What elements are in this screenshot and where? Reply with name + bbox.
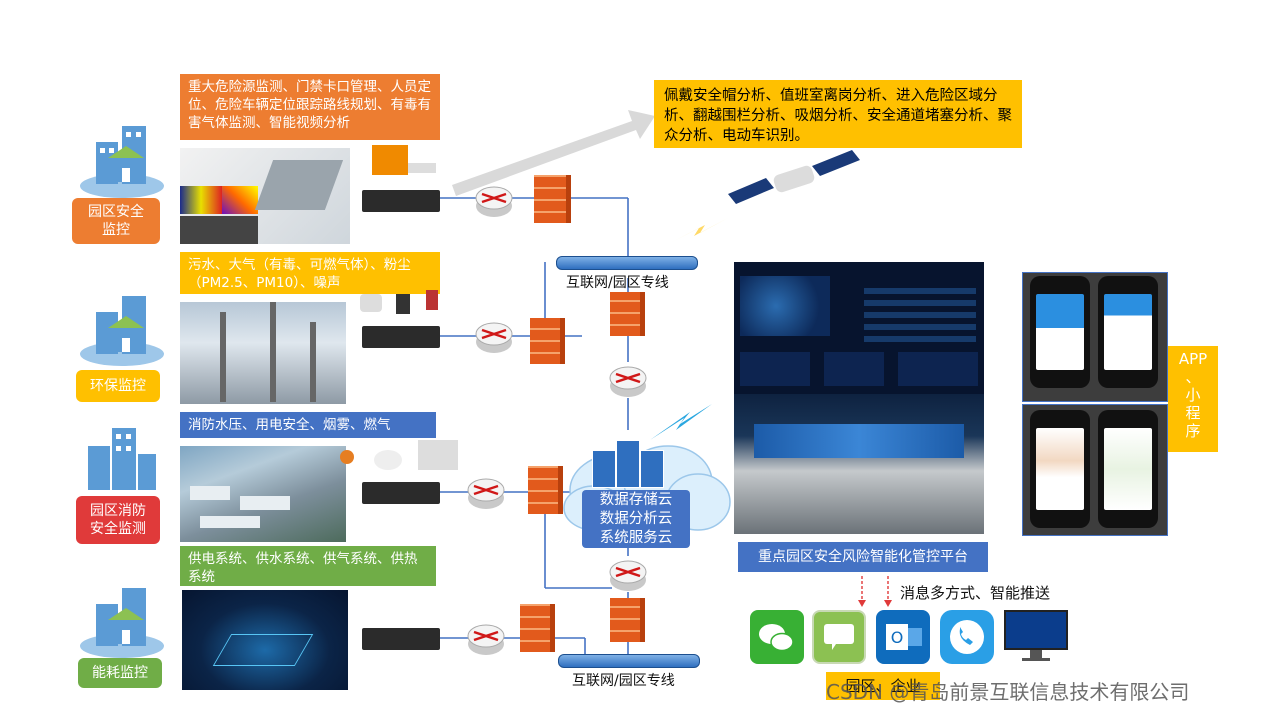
edge-gateway-4 [362,628,440,650]
sms-icon [812,610,866,664]
environment-devices-image [360,290,442,318]
firewall-icon-1 [534,175,571,223]
edge-gateway-3 [362,482,440,504]
phone-mockup-4 [1098,410,1158,528]
router-icon-4 [466,618,506,658]
building-icon-security [78,120,166,200]
firewall-icon-4 [528,466,563,514]
building-icon-energy [78,584,166,660]
fire-devices-image [340,436,460,476]
zone-label-environment: 环保监控 [76,370,160,402]
phone-mockup-1 [1030,276,1090,388]
firewall-icon-5 [520,604,555,652]
edge-gateway-1 [362,190,440,212]
network-pipe-bottom [558,654,700,668]
zone-desc-fire: 消防水压、用电安全、烟雾、燃气 [180,412,436,438]
firewall-icon-3 [610,292,645,336]
network-label-top: 互联网/园区专线 [566,275,669,291]
cloud-service-storage: 数据存储云 [599,492,673,508]
zone-desc-security: 重大危险源监测、门禁卡口管理、人员定位、危险车辆定位跟踪路线规划、有毒有害气体监… [180,74,440,140]
desktop-monitor-icon [1004,610,1068,662]
router-icon-1 [474,180,514,220]
zone-label-fire: 园区消防 安全监测 [76,496,160,544]
edge-gateway-2 [362,326,440,348]
building-icon-environment [78,290,166,370]
bottom-label: 园区、企业 [826,672,940,700]
svg-text:O: O [891,628,904,647]
network-pipe-top [556,256,698,270]
wechat-icon [750,610,804,664]
router-icon-6 [608,554,648,594]
router-icon-5 [608,360,648,400]
platform-dashboard-screen [734,262,984,394]
security-3d-model-image [180,148,350,244]
building-icon-fire [82,426,158,490]
fire-park-aerial-image [180,446,346,542]
platform-control-room-image [734,394,984,534]
router-icon-3 [466,472,506,512]
satellite-icon [726,150,866,210]
zone-desc-environment: 污水、大气（有毒、可燃气体）、粉尘（PM2.5、PM10）、噪声 [180,252,440,294]
environment-sensors-image [180,302,346,404]
platform-title: 重点园区安全风险智能化管控平台 [738,542,988,572]
cloud-services-box: 数据存储云 数据分析云 系统服务云 [582,490,690,548]
network-label-bottom: 互联网/园区专线 [572,673,675,689]
watermark: CSDN @青岛前景互联信息技术有限公司 [826,680,1190,704]
router-icon-2 [474,316,514,356]
zone-desc-energy: 供电系统、供水系统、供气系统、供热系统 [180,546,436,586]
push-label: 消息多方式、智能推送 [900,584,1051,602]
firewall-icon-6 [610,598,645,642]
outlook-icon: O [876,610,930,664]
zone-label-security: 园区安全 监控 [72,198,160,244]
app-label: APP 、 小 程 序 [1168,346,1218,452]
phone-mockup-3 [1030,410,1090,528]
energy-dashboard-image [182,590,348,690]
zone-label-energy: 能耗监控 [78,658,162,688]
server-icon [592,436,668,488]
cloud-service-analysis: 数据分析云 [599,511,673,527]
security-gate-devices-image [360,145,440,189]
ai-analysis-box: 佩戴安全帽分析、值班室离岗分析、进入危险区域分析、翻越围栏分析、吸烟分析、安全通… [654,80,1022,148]
phone-call-icon [940,610,994,664]
firewall-icon-2 [530,318,565,364]
phone-mockup-2 [1098,276,1158,388]
cloud-service-system: 系统服务云 [599,530,673,546]
